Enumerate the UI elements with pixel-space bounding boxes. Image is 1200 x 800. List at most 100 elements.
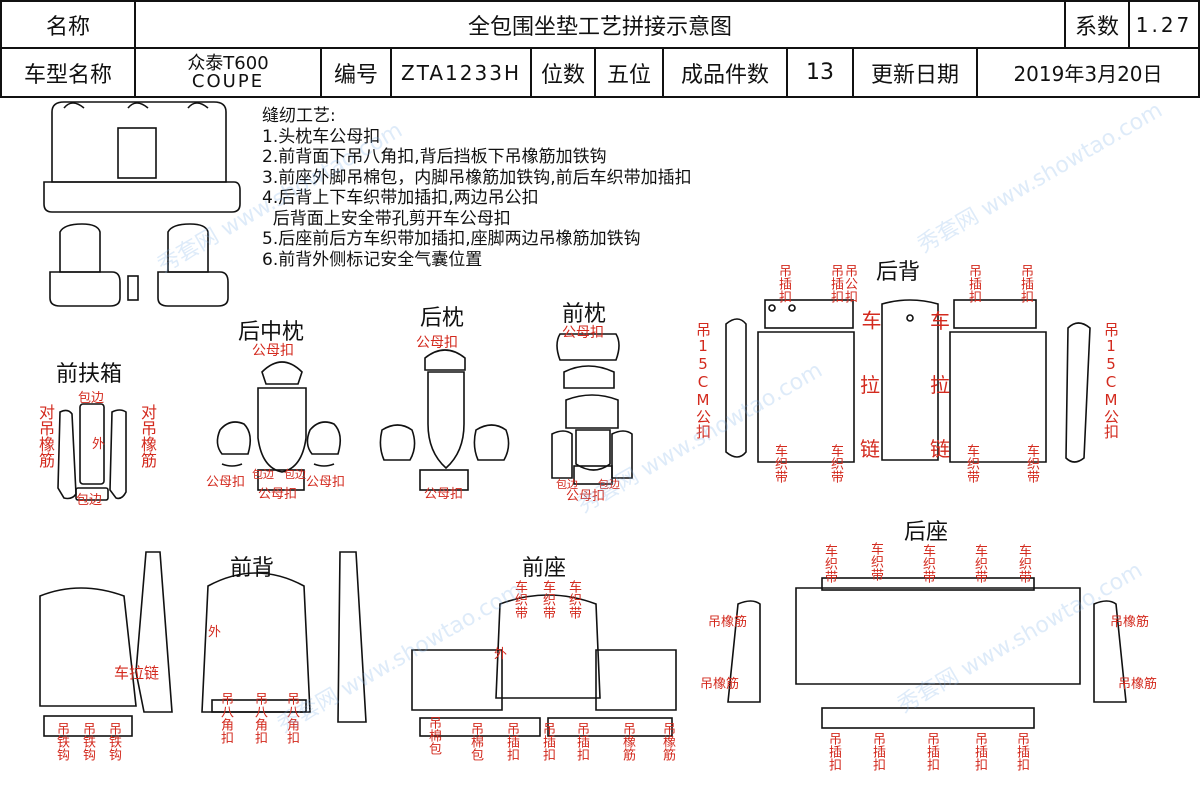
front-pillow-pieces	[551, 333, 633, 485]
header-table: 名称 全包围坐垫工艺拼接示意图 系数 1.27 车型名称 众泰T600 COUP…	[0, 0, 1200, 98]
label-edge-4: 包边	[284, 468, 306, 481]
seats-value: 五位	[596, 49, 664, 98]
label-sew-zipper-fb: 车拉链	[114, 664, 160, 682]
title-front-armrest: 前扶箱	[56, 362, 123, 387]
date-label: 更新日期	[854, 49, 978, 98]
label-insert-rs-3: 吊插扣	[924, 732, 939, 771]
label-zipper-left: 车	[858, 310, 882, 330]
label-insert-rs-5: 吊插扣	[1014, 732, 1029, 771]
label-webbing-rb-1: 车织带	[772, 444, 787, 483]
label-mf-buckle-7: 公母扣	[424, 487, 464, 502]
diagram-title: 全包围坐垫工艺拼接示意图	[136, 0, 1066, 49]
label-mf-buckle-8: 公母扣	[566, 489, 606, 504]
pieces-label: 成品件数	[664, 49, 788, 98]
seat-overview-thumbnail	[43, 101, 241, 307]
note-line-6: 5.后座前后方车织带加插扣,座脚两边吊橡筋加铁钩	[262, 229, 641, 249]
label-cotton-2: 吊棉包	[468, 722, 483, 761]
sewing-notes: 缝纫工艺: 1.头枕车公母扣 2.前背面下吊八角扣,背后挡板下吊橡筋加铁钩 3.…	[262, 106, 692, 270]
label-insert-fs-2: 吊插扣	[540, 722, 555, 761]
label-webbing-rb-4: 车织带	[1024, 444, 1039, 483]
label-webbing-rs-5: 车织带	[1016, 544, 1031, 583]
label-opp-elastic-right: 对吊橡筋	[138, 404, 157, 468]
label-insert-fs-1: 吊插扣	[504, 722, 519, 761]
front-back-pieces	[39, 551, 367, 737]
label-webbing-fs-3: 车织带	[566, 580, 581, 619]
label-webbing-rs-3: 车织带	[920, 544, 935, 583]
label-webbing-fs-1: 车织带	[512, 580, 527, 619]
label-octagon-2: 吊八角扣	[252, 692, 267, 744]
label-edge-5: 包边	[556, 478, 578, 491]
label-15cm-left: 吊15CM公扣	[694, 322, 712, 439]
label-webbing-rs-4: 车织带	[972, 544, 987, 583]
note-line-1: 1.头枕车公母扣	[262, 126, 381, 147]
label-edge-6: 包边	[598, 478, 620, 491]
label-outer-2: 外	[208, 625, 222, 640]
rear-center-pillow-pieces	[216, 361, 342, 491]
zipper-left-char-1: 车	[858, 310, 882, 330]
label-iron-hook-1: 吊铁钩	[54, 722, 69, 761]
label-elastic-rs-4: 吊橡筋	[1118, 677, 1158, 692]
label-webbing-rb-2: 车织带	[828, 444, 843, 483]
label-mf-buckle-3: 公母扣	[562, 325, 604, 341]
date-value: 2019年3月20日	[978, 49, 1200, 98]
label-mf-buckle-5: 公母扣	[258, 487, 298, 502]
label-edge-3: 包边	[252, 468, 274, 481]
title-front-back: 前背	[230, 556, 275, 581]
label-elastic-rs-1: 吊橡筋	[708, 615, 748, 630]
label-zipper-right-1: 车	[930, 309, 950, 333]
label-hang-insert-4: 吊插扣	[1018, 264, 1033, 303]
label-octagon-3: 吊八角扣	[284, 692, 299, 744]
label-hang-male: 吊公扣	[842, 264, 857, 303]
coef-label: 系数	[1066, 0, 1130, 49]
label-zipper-right-3: 链	[930, 437, 950, 461]
label-hang-insert-3: 吊插扣	[966, 264, 981, 303]
label-octagon-1: 吊八角扣	[218, 692, 233, 744]
model-line-2: COUPE	[191, 70, 265, 92]
pieces-value: 13	[788, 49, 854, 98]
label-zipper-right-2: 拉	[930, 373, 950, 397]
title-rear-center-pillow: 后中枕	[238, 320, 305, 345]
label-elastic-fs-2: 吊橡筋	[660, 722, 675, 761]
label-outer-1: 外	[92, 437, 106, 452]
seats-label: 位数	[532, 49, 596, 98]
label-mf-buckle-4: 公母扣	[206, 475, 246, 490]
front-armrest-pieces	[57, 403, 127, 501]
rear-back-pieces	[725, 299, 1091, 463]
label-zipper-left-2: 拉	[860, 373, 880, 397]
note-line-2: 2.前背面下吊八角扣,背后挡板下吊橡筋加铁钩	[262, 147, 607, 167]
coef-value: 1.27	[1130, 0, 1200, 49]
label-webbing-rs-1: 车织带	[822, 544, 837, 583]
title-rear-pillow: 后枕	[420, 306, 465, 331]
label-iron-hook-3: 吊铁钩	[106, 722, 121, 761]
label-insert-fs-3: 吊插扣	[574, 722, 589, 761]
model-line-1: 众泰T600	[187, 52, 269, 74]
label-zipper-left-3: 链	[860, 437, 880, 461]
note-line-4: 4.后背上下车织带加插扣,两边吊公扣	[262, 188, 539, 208]
model-value: 众泰T600 COUPE	[136, 49, 322, 98]
label-insert-rs-1: 吊插扣	[826, 732, 841, 771]
rear-seat-pieces	[727, 577, 1127, 729]
model-label: 车型名称	[0, 49, 136, 98]
note-line-5: 后背面上安全带孔剪开车公母扣	[262, 208, 511, 229]
label-15cm-right: 吊15CM公扣	[1102, 322, 1120, 439]
label-hang-insert-1: 吊插扣	[776, 264, 791, 303]
title-rear-seat: 后座	[904, 520, 949, 545]
code-label: 编号	[322, 49, 392, 98]
label-opp-elastic-left: 对吊橡筋	[36, 404, 55, 468]
label-edge-2: 包边	[76, 493, 103, 508]
name-label: 名称	[0, 0, 136, 49]
note-line-7: 6.前背外侧标记安全气囊位置	[262, 249, 483, 270]
title-rear-back: 后背	[876, 260, 921, 285]
label-mf-buckle-1: 公母扣	[252, 343, 294, 359]
label-webbing-fs-2: 车织带	[540, 580, 555, 619]
note-line-3: 3.前座外脚吊棉包，内脚吊橡筋加铁钩,前后车织带加插扣	[262, 167, 692, 188]
label-insert-rs-4: 吊插扣	[972, 732, 987, 771]
rear-pillow-pieces	[379, 349, 510, 491]
label-elastic-rs-2: 吊橡筋	[700, 677, 740, 692]
label-elastic-rs-3: 吊橡筋	[1110, 615, 1150, 630]
label-insert-rs-2: 吊插扣	[870, 732, 885, 771]
notes-heading: 缝纫工艺:	[262, 106, 336, 126]
label-cotton-1: 吊棉包	[426, 716, 441, 755]
